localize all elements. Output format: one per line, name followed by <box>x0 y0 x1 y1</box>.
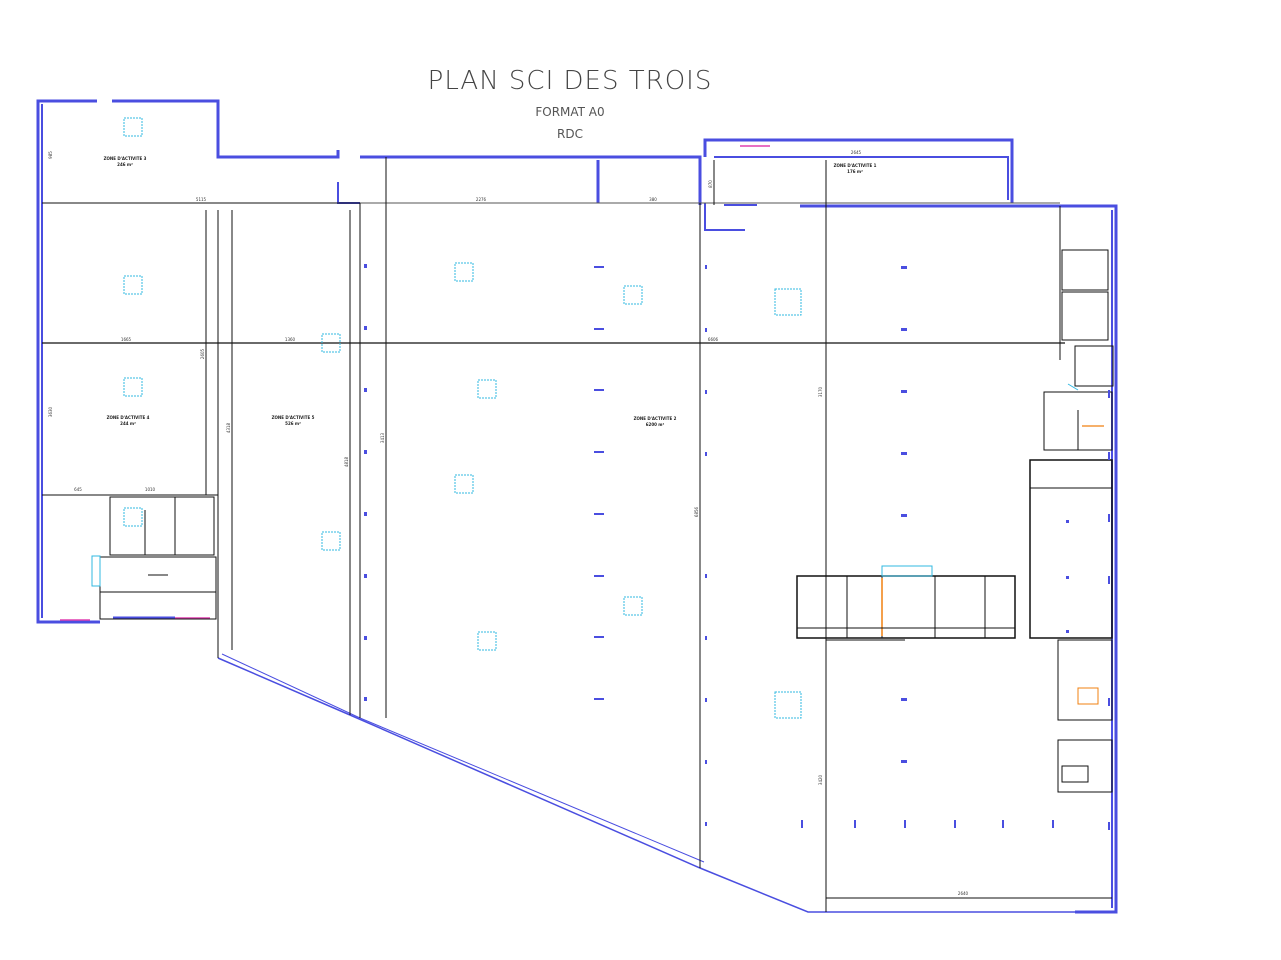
plan-level: RDC <box>557 127 583 141</box>
dim-2: 5115 <box>196 197 207 202</box>
dim-19: 2605 <box>200 348 205 359</box>
zone-5-area: 526 m² <box>285 421 301 426</box>
zone-2-area: 6200 m² <box>646 422 665 427</box>
dim-9: 1010 <box>145 487 156 492</box>
lower-left-rooms <box>91 496 217 620</box>
dim-10: 2640 <box>958 891 969 896</box>
dim-18: 6856 <box>694 506 699 517</box>
zone-4-area: 244 m² <box>120 421 136 426</box>
dim-11: 3170 <box>818 386 823 397</box>
dim-13: 985 <box>48 151 53 159</box>
dim-8: 645 <box>74 487 82 492</box>
dim-12: 3420 <box>818 774 823 785</box>
zone-1-name: ZONE D'ACTIVITE 1 <box>834 163 877 168</box>
zone-2-name: ZONE D'ACTIVITE 2 <box>634 416 677 421</box>
zone-4-name: ZONE D'ACTIVITE 4 <box>107 415 150 420</box>
zone-3-name: ZONE D'ACTIVITE 3 <box>104 156 147 161</box>
zone-1-area: 176 m² <box>847 169 863 174</box>
zone-labels: ZONE D'ACTIVITE 3 246 m² ZONE D'ACTIVITE… <box>104 156 877 427</box>
interior-lines <box>42 157 1112 912</box>
dim-20: 870 <box>708 180 713 188</box>
dim-17: 4818 <box>344 456 349 467</box>
dim-1: 2645 <box>851 150 862 155</box>
right-rooms <box>1029 249 1114 793</box>
dim-6: 1360 <box>285 337 296 342</box>
skylights <box>123 117 802 719</box>
zone-5-name: ZONE D'ACTIVITE 5 <box>272 415 315 420</box>
dim-3: 2276 <box>476 197 487 202</box>
dim-16: 3413 <box>380 432 385 443</box>
plan-format: FORMAT A0 <box>535 105 605 119</box>
column-markers <box>364 264 1110 830</box>
dim-15: 4318 <box>226 422 231 433</box>
dim-14: 3630 <box>48 406 53 417</box>
plan-title: PLAN SCI DES TROIS <box>427 66 713 96</box>
dim-7: 6606 <box>708 337 719 342</box>
dim-5: 1665 <box>121 337 132 342</box>
dimension-labels: 2645 5115 2276 380 1665 1360 6606 645 10… <box>48 150 969 896</box>
outer-walls <box>36 99 1118 914</box>
zone-3-area: 246 m² <box>117 162 133 167</box>
dim-4: 380 <box>649 197 657 202</box>
office-block <box>796 565 1016 641</box>
